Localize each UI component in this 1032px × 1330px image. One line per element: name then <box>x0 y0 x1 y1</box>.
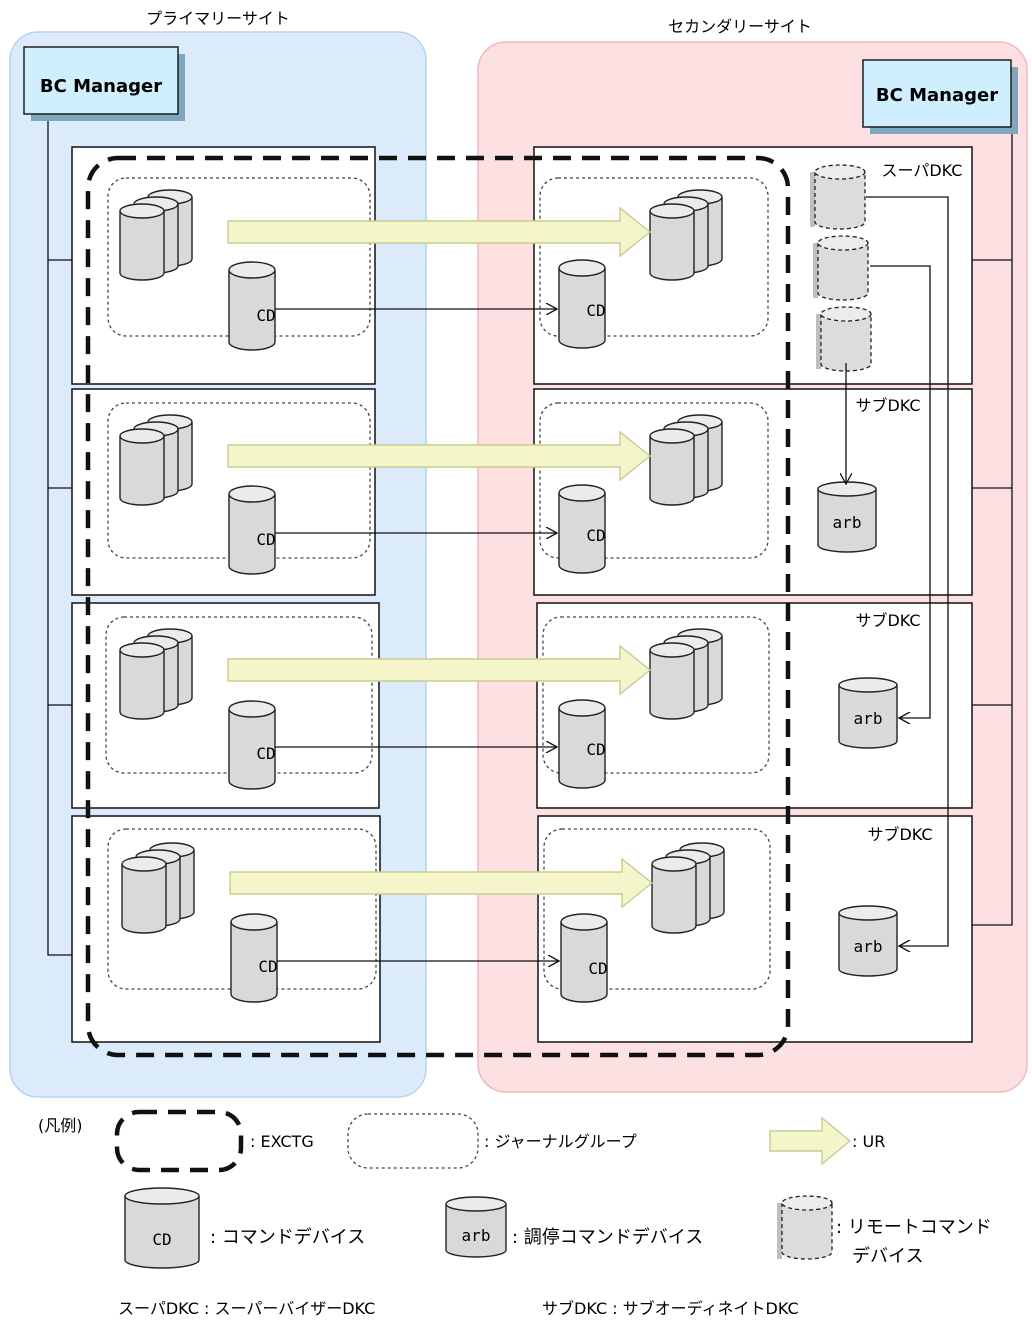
secondary-dkc-sub-2 <box>536 602 973 809</box>
legend-note-super: スーパDKC : スーパーバイザーDKC <box>118 1299 375 1318</box>
bc-manager-secondary: BC Manager <box>862 59 1018 134</box>
legend-journal-label: : ジャーナルグループ <box>484 1132 637 1151</box>
legend-remote-sample <box>777 1195 833 1260</box>
sub-dkc-label-3: サブDKC <box>867 825 932 844</box>
command-devices: CD CD CD CD CD CD CD CD <box>228 259 608 1003</box>
cd-text: CD <box>588 959 607 978</box>
legend-journal-sample <box>347 1113 479 1169</box>
legend-arb-label: : 調停コマンドデバイス <box>512 1227 703 1248</box>
legend-arb-sample: arb <box>445 1196 507 1258</box>
secondary-dkc-sub-1 <box>533 388 973 596</box>
legend-cd-sample: CD <box>124 1187 200 1269</box>
cd-text: CD <box>256 744 275 763</box>
cd-text: CD <box>586 526 605 545</box>
legend-title: (凡例) <box>38 1116 83 1135</box>
legend-remote-label-2: デバイス <box>852 1246 923 1267</box>
super-dkc-label: スーパDKC <box>882 161 963 180</box>
sub-dkc-label-1: サブDKC <box>855 396 920 415</box>
arb-text: arb <box>854 937 883 956</box>
bc-manager-primary: BC Manager <box>23 46 185 121</box>
cd-text: CD <box>256 530 275 549</box>
legend-exctg-label: : EXCTG <box>250 1132 314 1151</box>
arbitration-devices: arb arb arb <box>817 481 898 977</box>
legend: (凡例) : EXCTG : ジャーナルグループ : UR CD : コマンドデ… <box>38 1109 992 1318</box>
primary-dkc-4 <box>71 815 381 1043</box>
legend-ur-label: : UR <box>852 1132 885 1151</box>
cd-text: CD <box>256 306 275 325</box>
cd-text: CD <box>586 301 605 320</box>
sub-dkc-label-2: サブDKC <box>855 611 920 630</box>
legend-remote-label-1: : リモートコマンド <box>836 1217 992 1238</box>
svg-text:CD: CD <box>152 1230 171 1249</box>
secondary-storage-boxes <box>533 146 973 1043</box>
remote-to-arb-connections <box>846 196 949 946</box>
primary-dkc-1 <box>71 146 376 385</box>
primary-site-label: プライマリーサイト <box>146 9 290 28</box>
arb-text: arb <box>854 709 883 728</box>
management-wiring <box>47 118 1013 956</box>
legend-note-sub: サブDKC : サブオーディネイトDKC <box>542 1299 799 1318</box>
primary-storage-boxes <box>71 146 381 1043</box>
secondary-dkc-sub-3 <box>537 815 973 1043</box>
cd-text: CD <box>586 740 605 759</box>
bc-manager-secondary-label: BC Manager <box>876 85 998 106</box>
arb-text: arb <box>833 513 862 532</box>
secondary-site-label: セカンダリーサイト <box>668 17 812 36</box>
primary-dkc-2 <box>71 388 376 596</box>
cd-text: CD <box>258 957 277 976</box>
exctg-boundary <box>85 155 791 1058</box>
remote-command-devices <box>809 164 872 372</box>
legend-ur-sample <box>769 1116 852 1166</box>
svg-text:arb: arb <box>462 1226 491 1245</box>
legend-cd-label: : コマンドデバイス <box>210 1227 365 1248</box>
primary-dkc-3 <box>71 602 380 809</box>
bc-manager-primary-label: BC Manager <box>40 76 162 97</box>
legend-exctg-sample <box>114 1109 244 1173</box>
cd-connections <box>275 309 559 961</box>
